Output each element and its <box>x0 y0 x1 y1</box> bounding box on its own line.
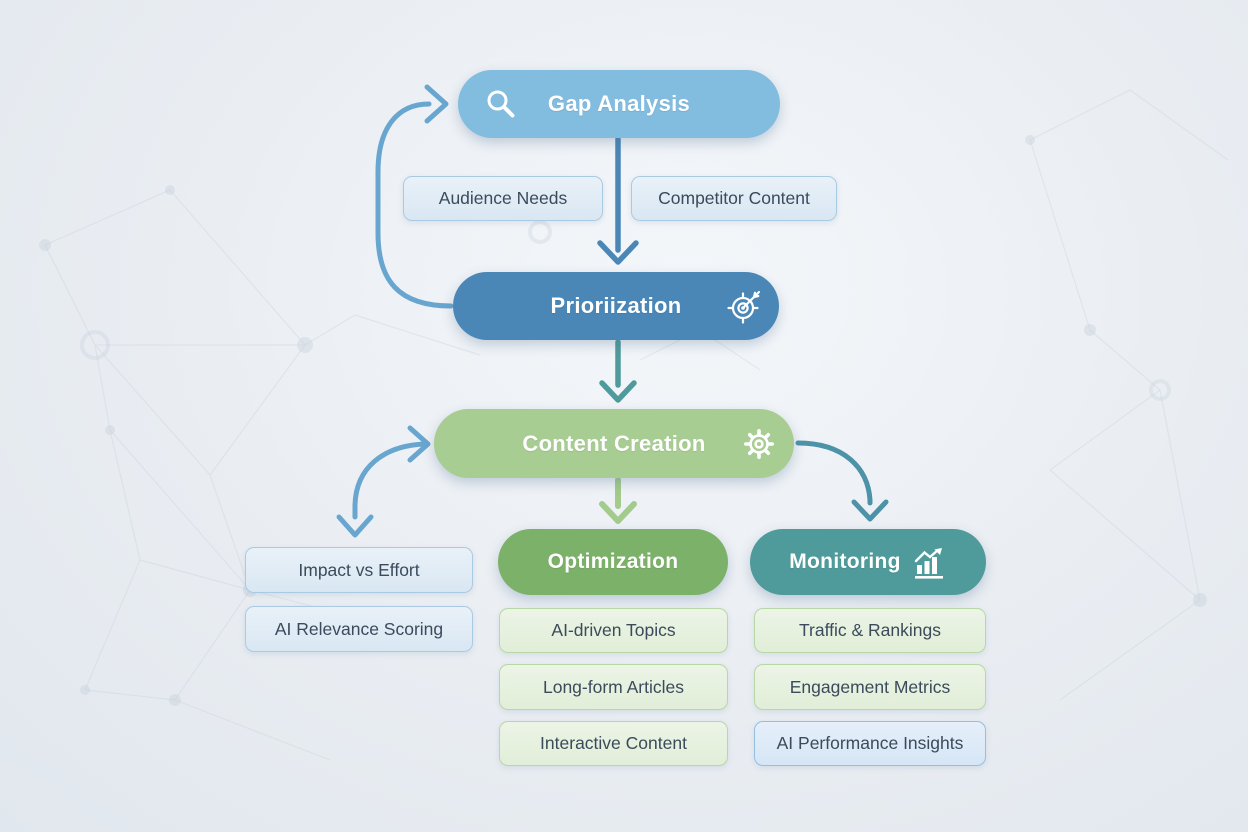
node-optimization: Optimization <box>498 529 728 595</box>
arrow-prioritization-to-content <box>599 339 637 403</box>
tag-engagement-metrics: Engagement Metrics <box>754 664 986 710</box>
search-icon <box>484 87 518 121</box>
node-label: Gap Analysis <box>547 91 691 116</box>
node-prioritization: Prioriization <box>453 272 779 340</box>
tag-ai-relevance-scoring: AI Relevance Scoring <box>245 606 473 652</box>
tag-audience-needs: Audience Needs <box>403 176 603 221</box>
arrow-content-to-impact <box>336 425 431 538</box>
tag-ai-performance-insights: AI Performance Insights <box>754 721 986 766</box>
arrow-content-to-monitoring <box>795 440 889 522</box>
tag-impact-vs-effort: Impact vs Effort <box>245 547 473 593</box>
node-gap-analysis: Gap Analysis <box>458 70 780 138</box>
target-icon <box>725 287 763 325</box>
node-label: Content Creation <box>522 430 706 456</box>
node-label: Monitoring <box>789 550 901 573</box>
tag-interactive-content: Interactive Content <box>499 721 728 766</box>
bar-chart-icon <box>913 547 947 579</box>
tag-traffic-rankings: Traffic & Rankings <box>754 608 986 653</box>
node-label: Optimization <box>547 550 679 573</box>
gear-icon <box>740 425 778 463</box>
tag-ai-driven-topics: AI-driven Topics <box>499 608 728 653</box>
node-monitoring: Monitoring <box>750 529 986 595</box>
tag-competitor-content: Competitor Content <box>631 176 837 221</box>
arrow-content-to-optimization <box>599 477 637 524</box>
node-label: Prioriization <box>550 293 682 318</box>
node-content-creation: Content Creation <box>434 409 794 478</box>
tag-long-form-articles: Long-form Articles <box>499 664 728 710</box>
